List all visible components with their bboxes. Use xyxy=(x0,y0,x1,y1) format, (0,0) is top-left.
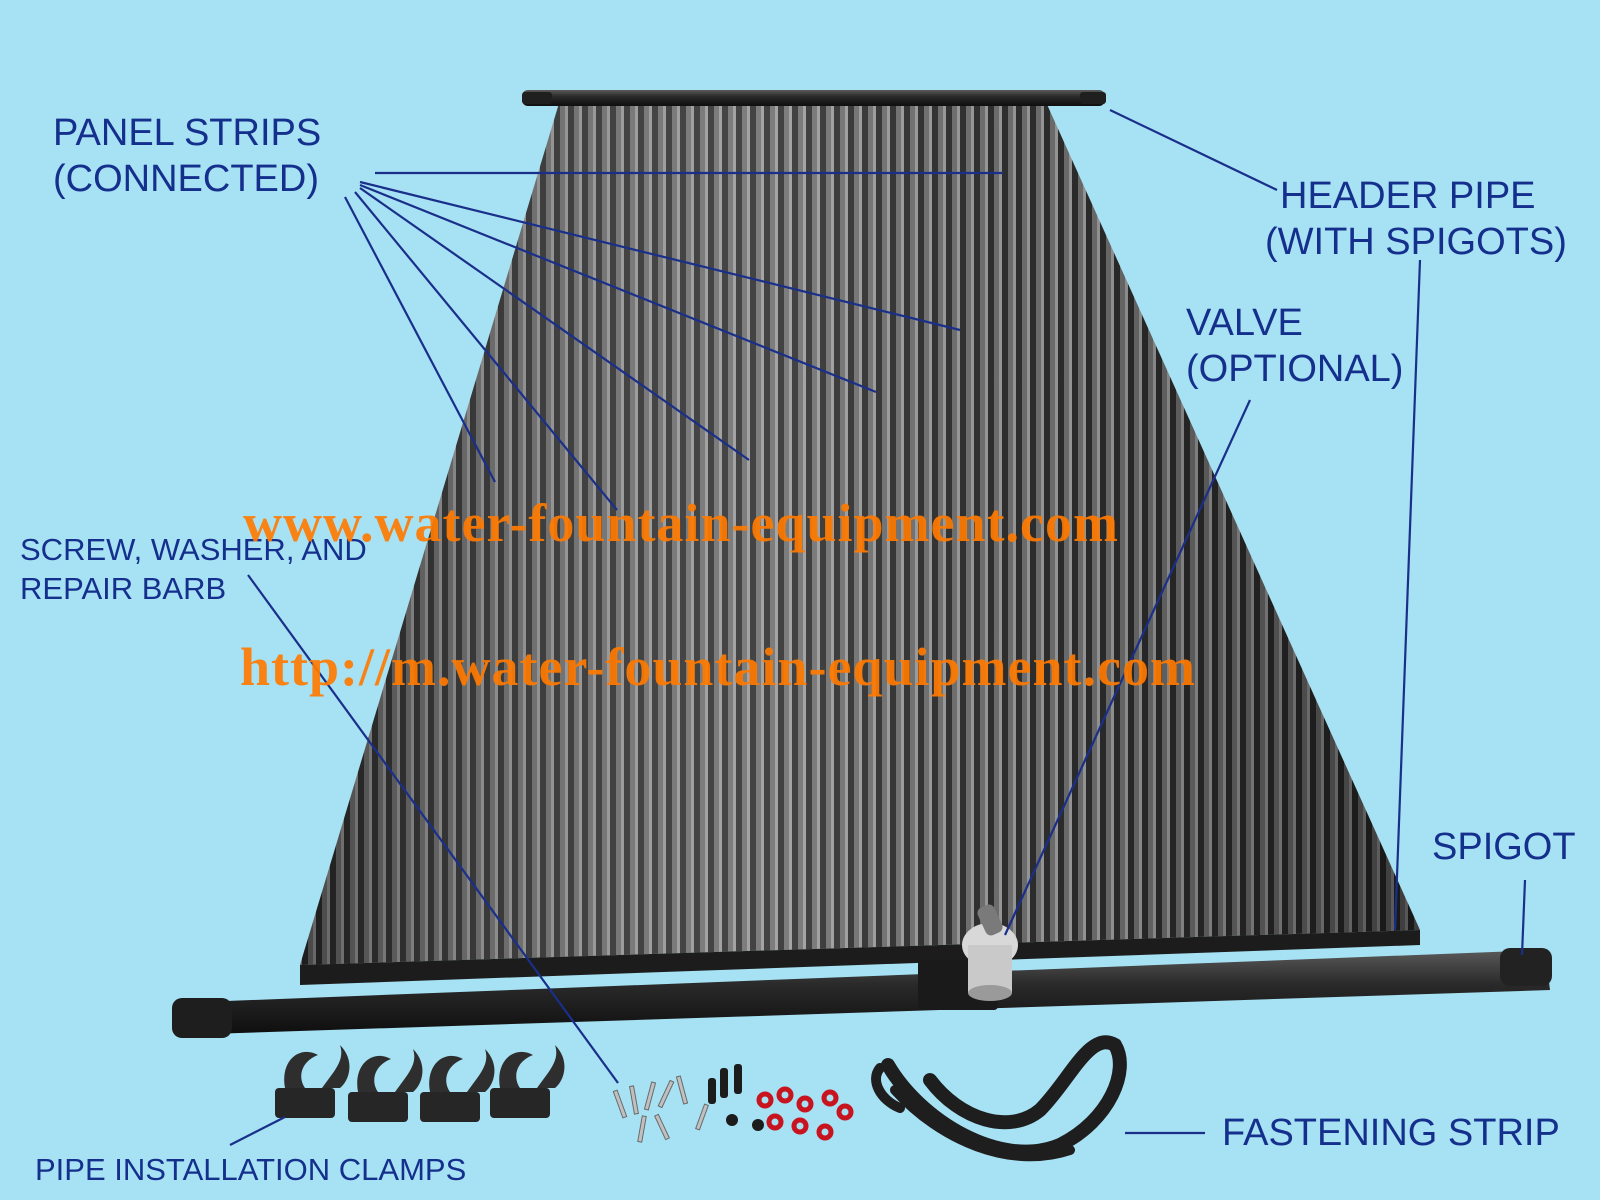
header-pipe-label-line2: (WITH SPIGOTS) xyxy=(1265,221,1567,263)
screw-label-line2: REPAIR BARB xyxy=(20,571,227,606)
header-pipe-label: HEADER PIPE (WITH SPIGOTS) xyxy=(1265,173,1567,265)
valve-label-line1: VALVE xyxy=(1186,302,1303,344)
spigot-label: SPIGOT xyxy=(1432,826,1576,868)
watermark-url-mobile: http://m.water-fountain-equipment.com xyxy=(240,637,1196,697)
screws-washers-barbs xyxy=(612,1064,854,1143)
repair-barb-icon xyxy=(708,1064,764,1131)
leader-lines xyxy=(229,109,1527,1146)
pipe-clamps xyxy=(275,1045,565,1122)
screw-icon xyxy=(612,1075,709,1143)
screw-washer-barb-label: SCREW, WASHER, AND REPAIR BARB xyxy=(20,530,367,608)
bottom-header-pipe xyxy=(172,948,1552,1038)
panel-strips-label: PANEL STRIPS (CONNECTED) xyxy=(53,110,321,202)
fastening-strip-icon xyxy=(871,1035,1127,1162)
watermark-url-www: www.water-fountain-equipment.com xyxy=(243,493,1119,553)
header-pipe-label-line1: HEADER PIPE xyxy=(1280,175,1536,217)
panel-strips xyxy=(300,100,1420,985)
pipe-clamp-icon xyxy=(490,1045,565,1118)
pipe-clamps-label: PIPE INSTALLATION CLAMPS xyxy=(35,1152,467,1187)
pipe-clamp-icon xyxy=(275,1045,350,1118)
valve-icon xyxy=(962,904,1018,1001)
pipe-clamp-icon xyxy=(348,1049,423,1122)
valve-label: VALVE (OPTIONAL) xyxy=(1186,300,1403,392)
washer-icon xyxy=(756,1086,854,1141)
fastening-strip-label: FASTENING STRIP xyxy=(1222,1112,1560,1154)
valve-label-line2: (OPTIONAL) xyxy=(1186,348,1404,390)
top-header-pipe xyxy=(522,90,1106,106)
panel-strips-label-line1: PANEL STRIPS xyxy=(53,112,322,154)
panel-strips-label-line2: (CONNECTED) xyxy=(53,158,319,200)
screw-label-line1: SCREW, WASHER, AND xyxy=(20,532,367,567)
pipe-clamp-icon xyxy=(420,1049,495,1122)
